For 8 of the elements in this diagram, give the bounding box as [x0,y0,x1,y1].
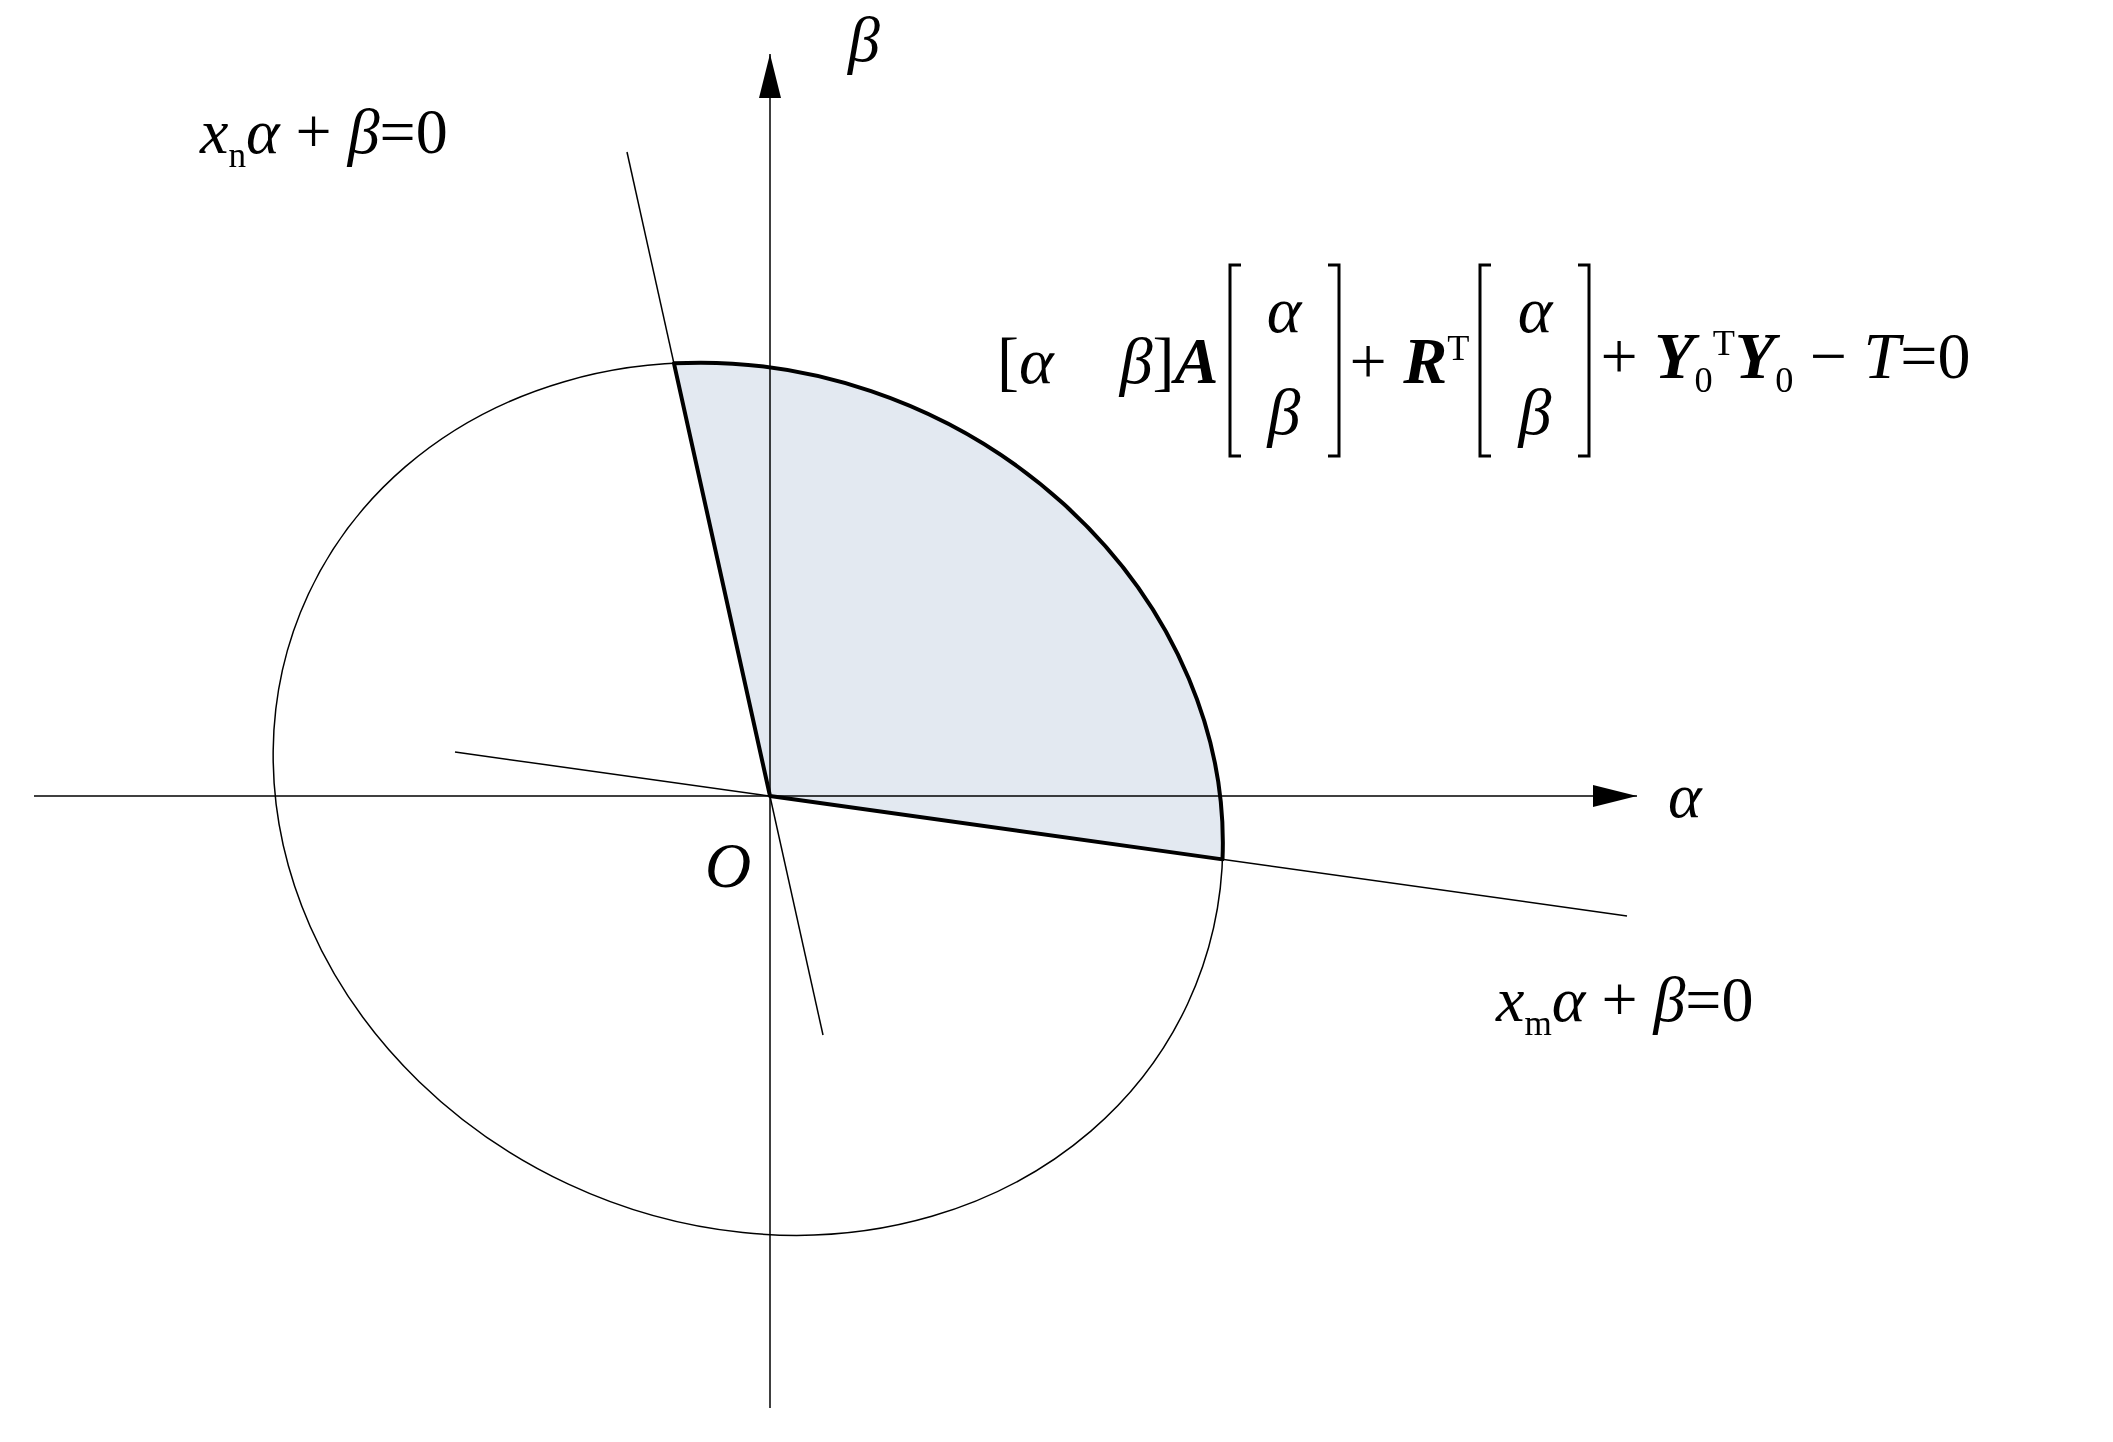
vector-entry: α [1516,277,1555,343]
line-equation: x$_{m}$α + β=0 [1496,968,1754,1041]
equation-term: + R$^{T}$ [1349,327,1470,394]
vector-entry: α [1265,277,1304,343]
line-equation: x$_{n}$α + β=0 [200,100,448,173]
equation-term: + Y$_{0}$$^{T}$Y$_{0}$ − T=0 [1600,322,1971,399]
axis-label: α [1668,764,1702,828]
origin-label: O [705,834,752,898]
